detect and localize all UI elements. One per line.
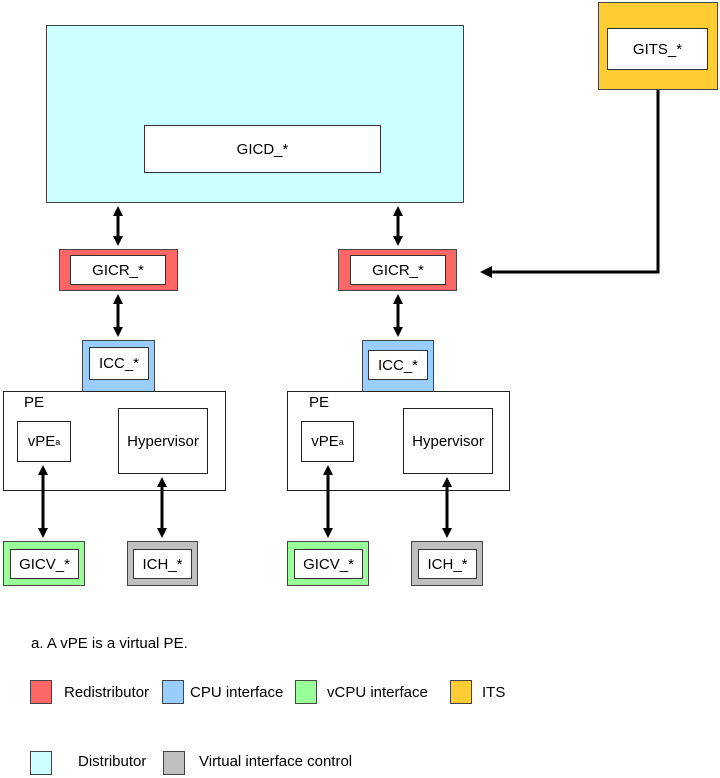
legend-label-redistributor: Redistributor xyxy=(64,684,150,701)
legend-label-its: ITS xyxy=(482,684,506,701)
ich-label-2: ICH_* xyxy=(427,555,468,573)
icc-register-box-1: ICC_* xyxy=(89,347,149,380)
legend-swatch-distributor xyxy=(30,751,52,775)
gicv-label-1: GICV_* xyxy=(19,555,70,573)
legend-swatch-its xyxy=(450,680,472,704)
ich-register-box-2: ICH_* xyxy=(418,549,477,579)
footnote: a. A vPE is a virtual PE. xyxy=(31,635,188,652)
arrow-its-gicr-2 xyxy=(480,90,660,278)
gicv-label-2: GICV_* xyxy=(303,555,354,573)
gicd-register-box: GICD_* xyxy=(144,125,381,173)
gicr-register-box-2: GICR_* xyxy=(350,255,446,285)
legend-label-distributor: Distributor xyxy=(78,753,147,770)
legend-label-virtual-interface-control: Virtual interface control xyxy=(199,753,353,770)
legend-label-vcpu-interface: vCPU interface xyxy=(327,684,428,701)
gicv-register-box-1: GICV_* xyxy=(10,549,79,579)
icc-label-2: ICC_* xyxy=(377,356,418,374)
ich-register-box-1: ICH_* xyxy=(133,549,192,579)
vpe-footnote-mark-2: a xyxy=(338,436,344,447)
legend-swatch-cpu-interface xyxy=(162,680,184,704)
ich-label-1: ICH_* xyxy=(142,555,183,573)
hypervisor-label-2: Hypervisor xyxy=(412,432,484,450)
vpe-footnote-mark-1: a xyxy=(55,436,61,447)
distributor-block xyxy=(46,25,464,203)
gits-label: GITS_* xyxy=(632,40,683,58)
gicr-label-1: GICR_* xyxy=(92,261,144,279)
icc-register-box-2: ICC_* xyxy=(368,350,428,380)
gicv-register-box-2: GICV_* xyxy=(294,549,363,579)
legend-swatch-redistributor xyxy=(30,680,52,704)
hypervisor-label-1: Hypervisor xyxy=(127,432,199,450)
legend-swatch-vcpu-interface xyxy=(295,680,317,704)
pe-label-2: PE xyxy=(309,394,330,411)
legend-swatch-virtual-interface-control xyxy=(163,751,185,775)
gicr-register-box-1: GICR_* xyxy=(70,255,166,285)
vpe-label-1: vPE xyxy=(27,433,56,450)
legend-label-cpu-interface: CPU interface xyxy=(190,684,284,701)
pe-label-1: PE xyxy=(24,394,45,411)
gicr-label-2: GICR_* xyxy=(372,261,424,279)
gicd-label: GICD_* xyxy=(236,140,289,158)
vpe-label-2: vPE xyxy=(311,433,339,450)
hypervisor-box-1: Hypervisor xyxy=(118,408,208,474)
hypervisor-box-2: Hypervisor xyxy=(403,408,493,474)
icc-label-1: ICC_* xyxy=(98,355,139,372)
gits-register-box: GITS_* xyxy=(607,28,708,70)
